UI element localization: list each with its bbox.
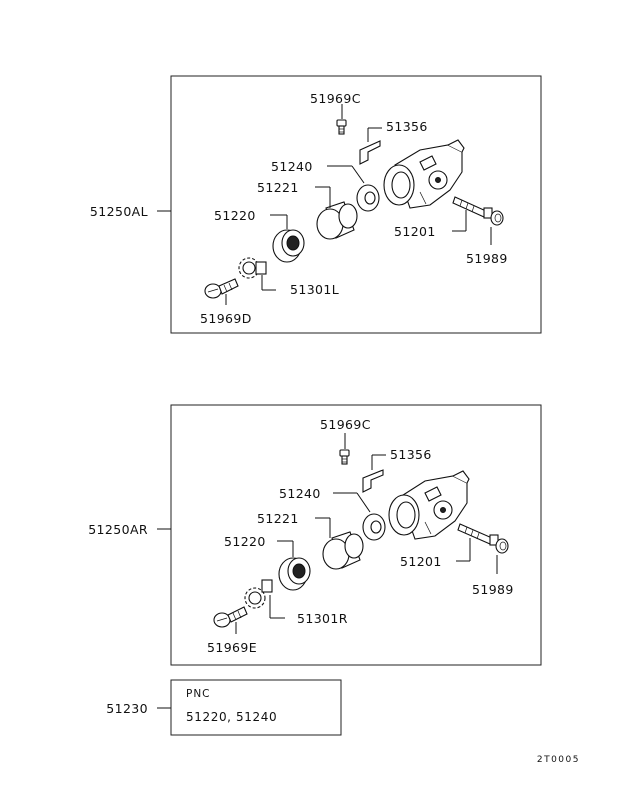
bracket-icon	[359, 140, 381, 165]
adjuster-wheel-icon	[244, 579, 273, 609]
bracket-icon	[362, 469, 384, 493]
part-label: 51969C	[310, 91, 361, 106]
bleeder-screw-icon	[457, 523, 499, 546]
cup-icon	[278, 557, 311, 591]
part-label: 51240	[279, 486, 321, 501]
part-label: 51969E	[207, 640, 257, 655]
kit-frame	[170, 679, 342, 736]
adjust-screw-icon	[204, 278, 239, 299]
wheel-cylinder-icon	[388, 470, 470, 540]
boot-icon	[356, 184, 380, 212]
drawing-code: 2T0005	[537, 755, 580, 765]
part-label: 51301R	[297, 611, 348, 626]
assembly-frame	[170, 404, 542, 666]
adjust-screw-icon	[213, 606, 248, 628]
screw-icon	[339, 449, 350, 465]
part-label: 51220	[224, 534, 266, 549]
kit-box: 51230 PNC 51220, 51240	[106, 679, 342, 736]
part-label: 51240	[271, 159, 313, 174]
adjuster-wheel-icon	[238, 257, 267, 279]
part-label: 51356	[390, 447, 432, 462]
part-label: 51201	[400, 554, 442, 569]
kit-label: 51230	[106, 701, 148, 716]
assembly-label: 51250AR	[88, 522, 148, 537]
bleeder-screw-icon	[452, 196, 493, 219]
cup-icon	[272, 229, 305, 263]
pnc-contents: 51220, 51240	[186, 710, 277, 724]
piston-icon	[322, 531, 364, 570]
part-label: 51221	[257, 180, 299, 195]
piston-icon	[316, 201, 358, 240]
part-label: 51356	[386, 119, 428, 134]
boot-icon	[362, 513, 386, 541]
part-label: 51969D	[200, 311, 252, 326]
assembly-label: 51250AL	[90, 204, 148, 219]
part-label: 51301L	[290, 282, 339, 297]
part-label: 51989	[472, 582, 514, 597]
part-label: 51221	[257, 511, 299, 526]
part-label: 51989	[466, 251, 508, 266]
assembly-frame	[170, 75, 542, 334]
cap-icon	[495, 538, 509, 554]
part-label: 51969C	[320, 417, 371, 432]
pnc-header: PNC	[186, 688, 211, 700]
wheel-cylinder-icon	[383, 139, 465, 209]
screw-icon	[336, 119, 347, 135]
cap-icon	[490, 210, 504, 226]
assembly-left: 51250AL 51969C 51356	[90, 75, 542, 334]
assembly-right: 51250AR 51969C 51356	[88, 404, 542, 666]
part-label: 51201	[394, 224, 436, 239]
part-label: 51220	[214, 208, 256, 223]
